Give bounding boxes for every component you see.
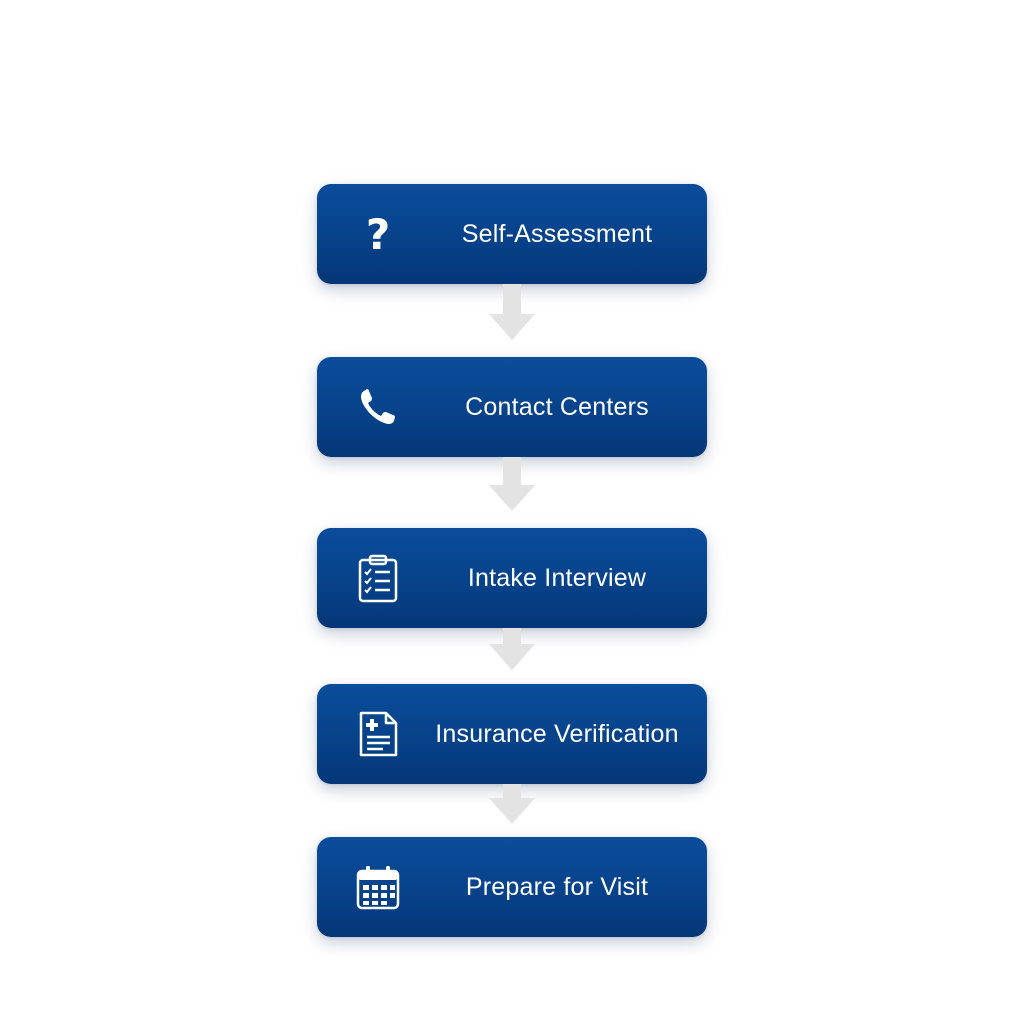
svg-text:?: ? [366, 210, 390, 259]
down-arrow-connector [488, 284, 536, 342]
phone-icon [353, 382, 403, 432]
clipboard-checklist-icon [353, 553, 403, 603]
step-label: Self-Assessment [461, 220, 653, 248]
medical-document-icon [353, 709, 403, 759]
down-arrow-connector [488, 784, 536, 826]
step-label: Prepare for Visit [465, 873, 649, 901]
question-mark-icon: ? [353, 209, 403, 259]
step-insurance-verification[interactable]: Insurance Verification [317, 684, 707, 784]
step-label: Contact Centers [465, 393, 649, 421]
step-intake-interview[interactable]: Intake Interview [317, 528, 707, 628]
down-arrow-connector [488, 457, 536, 513]
calendar-icon [353, 862, 403, 912]
down-arrow-connector [488, 628, 536, 672]
step-label: Intake Interview [467, 564, 647, 592]
step-contact-centers[interactable]: Contact Centers [317, 357, 707, 457]
step-prepare-for-visit[interactable]: Prepare for Visit [317, 837, 707, 937]
step-label: Insurance Verification [435, 720, 679, 748]
step-self-assessment[interactable]: ? Self-Assessment [317, 184, 707, 284]
